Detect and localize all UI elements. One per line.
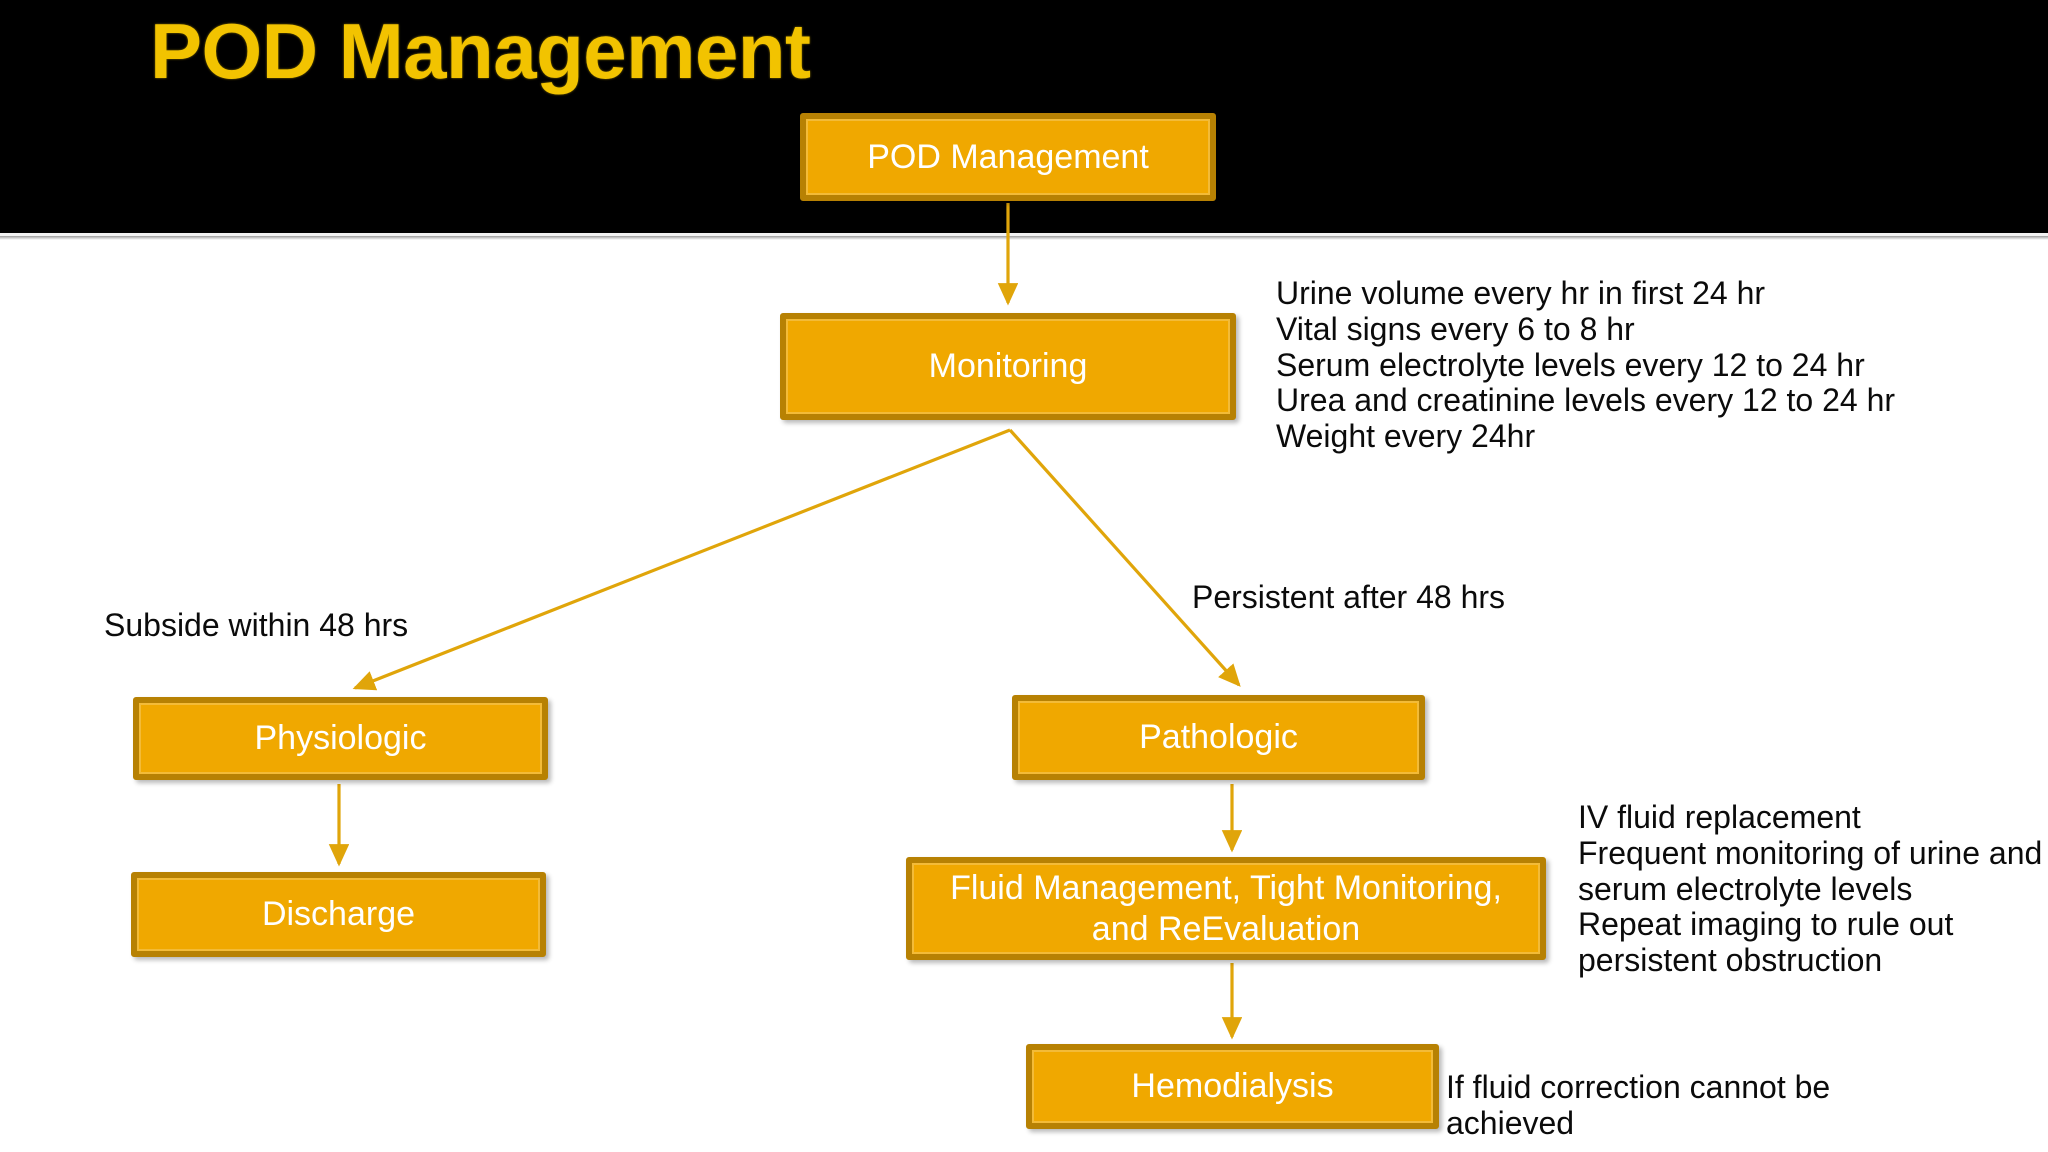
header-divider-shadow [0,236,2048,240]
annotation-branch-left-label: Subside within 48 hrs [104,607,409,643]
node-discharge-label: Discharge [261,895,416,934]
connector-monitoring-to-physiologic [352,428,1011,691]
annotation-pathologic-notes: IV fluid replacement Frequent monitoring… [1578,799,2043,979]
node-discharge[interactable]: Discharge [131,872,546,957]
node-monitoring[interactable]: Monitoring [780,313,1236,420]
connector-monitoring-to-pathologic [1008,428,1241,687]
node-physiologic[interactable]: Physiologic [133,697,548,780]
page-title: POD Management [150,7,811,95]
node-pod-management[interactable]: POD Management [800,113,1216,201]
node-monitoring-label: Monitoring [928,347,1088,386]
node-fluid-management-label: Fluid Management, Tight Monitoring, and … [950,869,1502,948]
header-divider-light [0,233,2048,236]
annotation-hemodialysis-note: If fluid correction cannot be achieved [1446,1069,1831,1141]
node-hemodialysis[interactable]: Hemodialysis [1026,1044,1439,1129]
node-physiologic-label: Physiologic [254,719,427,758]
node-fluid-management[interactable]: Fluid Management, Tight Monitoring, and … [906,857,1546,960]
node-pathologic[interactable]: Pathologic [1012,695,1425,780]
annotation-branch-right-label: Persistent after 48 hrs [1192,579,1506,615]
node-pod-management-label: POD Management [867,137,1149,176]
node-pathologic-label: Pathologic [1139,718,1298,757]
annotation-monitoring-notes: Urine volume every hr in first 24 hr Vit… [1276,275,1896,455]
node-hemodialysis-label: Hemodialysis [1131,1067,1334,1106]
